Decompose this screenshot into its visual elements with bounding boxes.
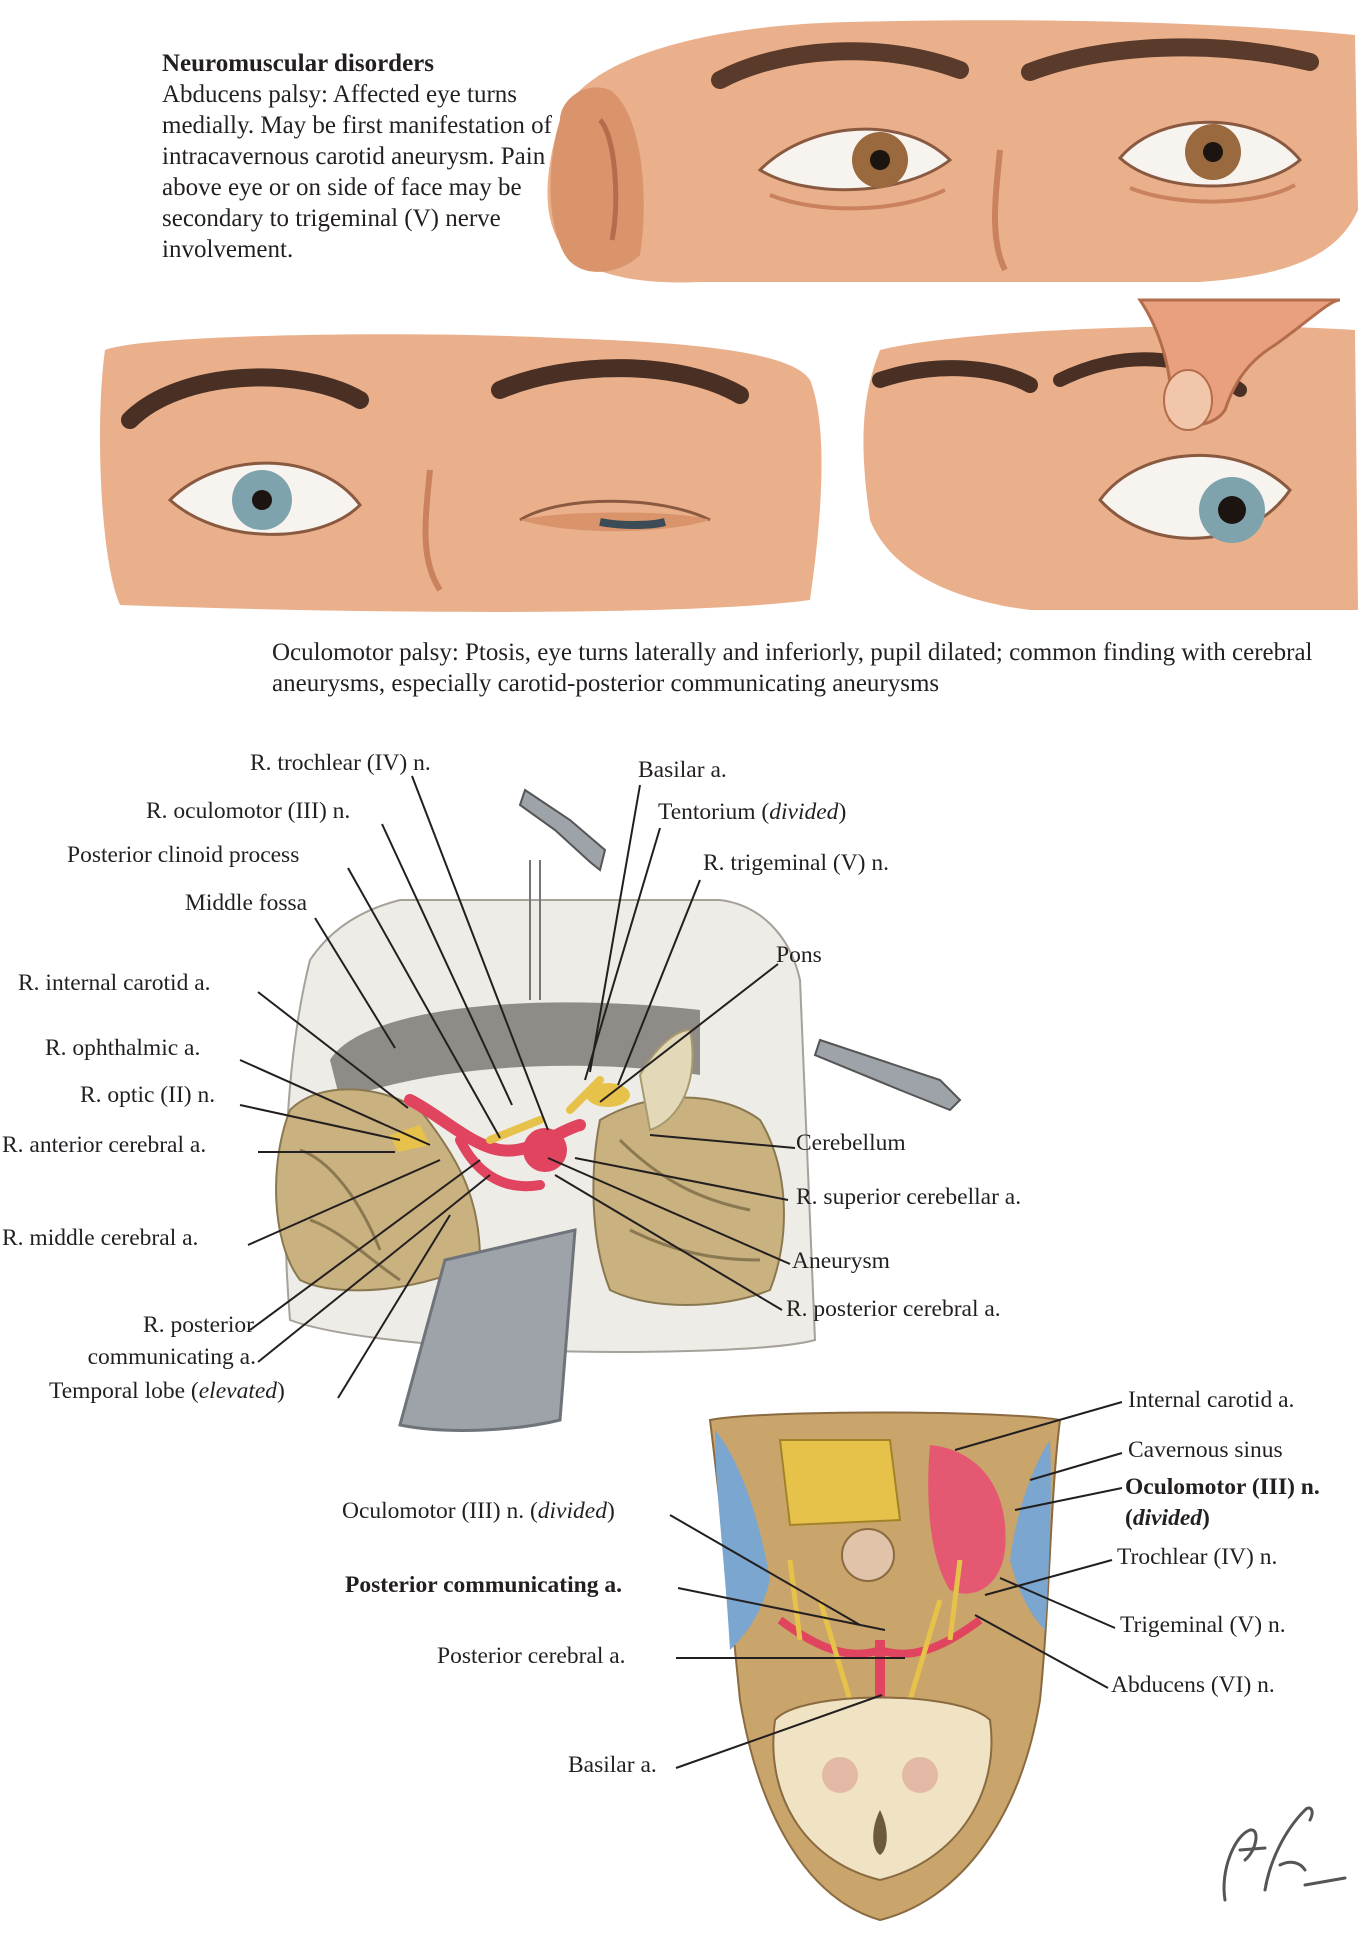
label-trigeminal-nerve: Trigeminal (V) n. <box>1120 1612 1286 1638</box>
label-pons: Pons <box>776 942 822 968</box>
label-tentorium-close: ) <box>838 799 847 825</box>
label-tentorium-text: Tentorium ( <box>658 799 770 825</box>
label-oculomotor-nerve-divided-right-line2: (divided) <box>1125 1503 1210 1533</box>
label-temporal-lobe-qualifier: elevated <box>198 1378 278 1404</box>
label-posterior-cerebral-artery: Posterior cerebral a. <box>437 1643 626 1669</box>
label-oculomotor-right-close: ) <box>1202 1505 1210 1531</box>
label-oculomotor-right-qualifier: divided <box>1132 1505 1202 1531</box>
label-middle-fossa: Middle fossa <box>185 890 308 916</box>
label-r-internal-carotid-artery: R. internal carotid a. <box>18 970 211 996</box>
label-temporal-lobe: Temporal lobe (elevated) <box>49 1376 285 1406</box>
label-oculomotor-nerve-close: ) <box>606 1498 615 1524</box>
label-oculomotor-nerve-text: Oculomotor (III) n. ( <box>342 1498 538 1524</box>
abducens-palsy-text: Abducens palsy: Affected eye turns media… <box>162 81 552 263</box>
signature-mark <box>1222 1806 1347 1902</box>
label-temporal-lobe-close: ) <box>277 1378 285 1404</box>
abducens-palsy-face-illustration <box>547 20 1358 283</box>
oculomotor-palsy-caption: Oculomotor palsy: Ptosis, eye turns late… <box>272 639 1313 697</box>
label-r-middle-cerebral-artery: R. middle cerebral a. <box>2 1225 199 1251</box>
abducens-palsy-description: Neuromuscular disorders Abducens palsy: … <box>162 48 552 265</box>
label-internal-carotid-artery: Internal carotid a. <box>1128 1387 1295 1413</box>
basal-view-leader-lines <box>669 1401 1123 1769</box>
label-tentorium: Tentorium (divided) <box>658 797 846 827</box>
label-oculomotor-nerve-divided-left: Oculomotor (III) n. (divided) <box>342 1496 615 1526</box>
surgical-view-leader-lines <box>239 775 796 1399</box>
label-r-posterior-communicating-artery-line1: R. posterior <box>143 1312 254 1338</box>
label-posterior-communicating-artery: Posterior communicating a. <box>345 1572 622 1598</box>
label-posterior-clinoid-process: Posterior clinoid process <box>67 842 300 868</box>
artist-signature <box>1222 1806 1347 1902</box>
label-r-superior-cerebellar-artery: R. superior cerebellar a. <box>796 1184 1022 1210</box>
section-title: Neuromuscular disorders <box>162 50 434 77</box>
label-tentorium-qualifier: divided <box>769 799 839 825</box>
label-temporal-lobe-text: Temporal lobe ( <box>49 1378 199 1404</box>
label-trochlear-nerve: Trochlear (IV) n. <box>1117 1544 1278 1570</box>
label-cerebellum: Cerebellum <box>796 1130 906 1156</box>
label-r-ophthalmic-artery: R. ophthalmic a. <box>45 1035 201 1061</box>
label-r-optic-nerve: R. optic (II) n. <box>80 1082 216 1108</box>
label-oculomotor-nerve-qualifier: divided <box>537 1498 607 1524</box>
label-abducens-nerve: Abducens (VI) n. <box>1111 1672 1275 1698</box>
label-r-posterior-communicating-artery-line2: communicating a. <box>87 1344 256 1370</box>
label-r-posterior-cerebral-artery: R. posterior cerebral a. <box>786 1296 1001 1322</box>
label-basilar-artery-surgical: Basilar a. <box>638 757 727 783</box>
label-oculomotor-nerve-divided-right-line1: Oculomotor (III) n. <box>1125 1474 1320 1500</box>
label-r-oculomotor-nerve: R. oculomotor (III) n. <box>146 798 351 824</box>
label-r-trochlear-nerve: R. trochlear (IV) n. <box>250 750 431 776</box>
skull-base-illustration <box>708 1411 1062 1922</box>
label-r-trigeminal-nerve: R. trigeminal (V) n. <box>703 850 890 876</box>
oculomotor-palsy-face-illustration <box>100 298 1358 612</box>
label-r-anterior-cerebral-artery: R. anterior cerebral a. <box>2 1132 207 1158</box>
surgical-exposure-illustration <box>275 788 962 1432</box>
label-aneurysm: Aneurysm <box>792 1248 890 1274</box>
label-basilar-artery-basal: Basilar a. <box>568 1752 657 1778</box>
label-oculomotor-right-open: ( <box>1125 1505 1133 1531</box>
label-cavernous-sinus: Cavernous sinus <box>1128 1437 1283 1463</box>
